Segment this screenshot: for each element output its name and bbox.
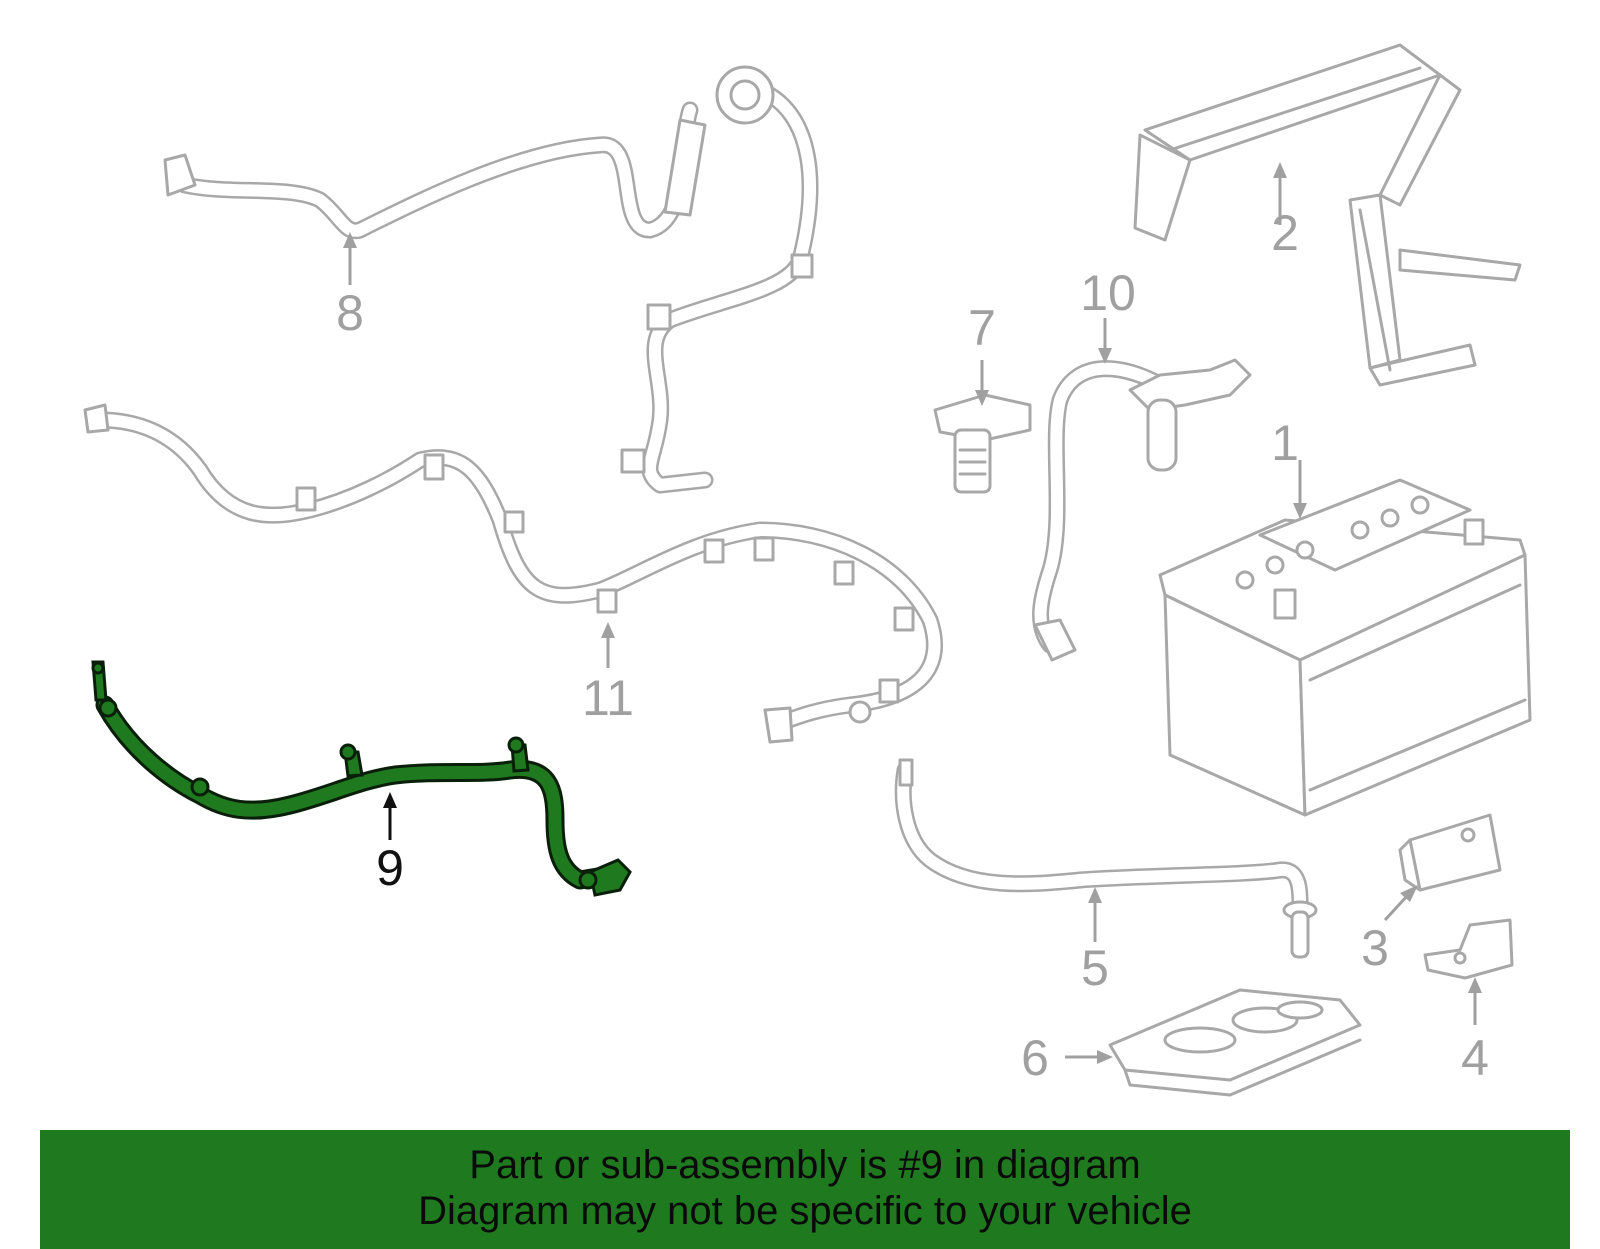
callout-10: 10 bbox=[1080, 265, 1136, 321]
part-1-battery[interactable] bbox=[1158, 478, 1532, 817]
part-9-cable[interactable] bbox=[91, 660, 632, 897]
callout-2: 2 bbox=[1271, 205, 1299, 261]
callout-11: 11 bbox=[582, 670, 634, 726]
callout-6: 6 bbox=[1021, 1030, 1049, 1086]
part-7-sensor[interactable] bbox=[933, 393, 1032, 494]
callout-9: 9 bbox=[376, 840, 404, 896]
part-6-tray[interactable] bbox=[1108, 988, 1362, 1097]
part-8-cable[interactable] bbox=[163, 65, 819, 494]
callout-4: 4 bbox=[1461, 1030, 1489, 1086]
banner-line-2: Diagram may not be specific to your vehi… bbox=[418, 1189, 1192, 1233]
callout-leaders bbox=[343, 162, 1482, 1064]
callout-8: 8 bbox=[336, 285, 364, 341]
banner-line-1: Part or sub-assembly is #9 in diagram bbox=[469, 1143, 1141, 1187]
parts-diagram: 1 2 3 4 5 6 7 8 9 10 11 bbox=[83, 43, 1532, 1097]
part-2-frame[interactable] bbox=[1133, 43, 1522, 387]
callout-5: 5 bbox=[1081, 940, 1109, 996]
part-4-clip[interactable] bbox=[1423, 918, 1514, 980]
callout-7: 7 bbox=[968, 300, 996, 356]
callout-3: 3 bbox=[1361, 920, 1389, 976]
part-5-cable[interactable] bbox=[894, 758, 1318, 959]
part-11-cable[interactable] bbox=[83, 403, 943, 744]
info-banner: Part or sub-assembly is #9 in diagram Di… bbox=[40, 1130, 1570, 1249]
part-10-cable[interactable] bbox=[1032, 358, 1252, 662]
callout-1: 1 bbox=[1271, 415, 1299, 471]
part-3-bracket[interactable] bbox=[1398, 813, 1502, 892]
